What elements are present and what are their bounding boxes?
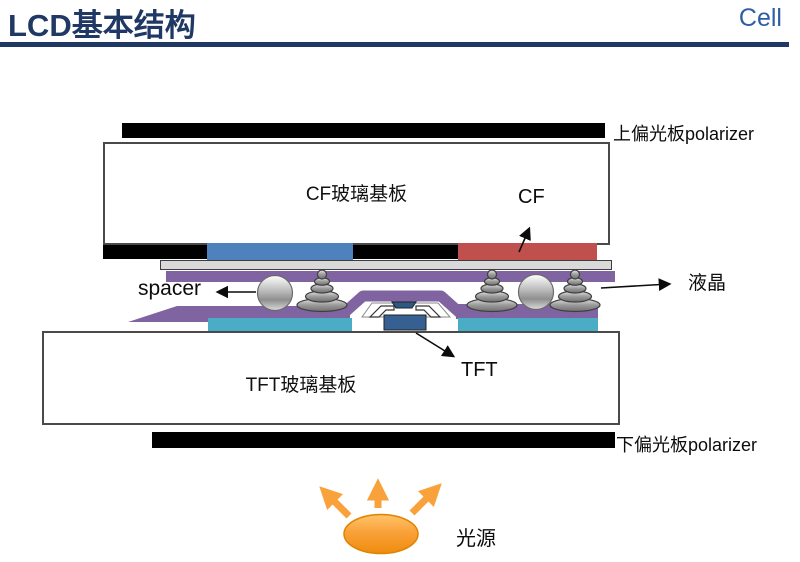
top-polarizer-bar — [122, 123, 605, 138]
light-ray-right — [409, 483, 442, 516]
tft-semiconductor-island — [391, 301, 417, 309]
top-polarizer-label: 上偏光板polarizer — [613, 124, 755, 144]
cf-arrow — [518, 226, 531, 253]
tft-source-electrode — [368, 305, 395, 318]
ito-layer-bar — [160, 260, 612, 270]
pixel-electrode-right — [458, 318, 598, 331]
liquid-crystal-stack — [296, 269, 348, 313]
tft-gate-electrode — [383, 314, 427, 331]
cf-alignment-layer-bar — [166, 271, 615, 282]
page-title: LCD基本结构 — [8, 8, 196, 43]
spacer-sphere-right — [517, 273, 555, 311]
spacer-sphere-left — [256, 274, 294, 312]
tft-drain-electrode — [415, 305, 442, 318]
tft-glass-label: TFT玻璃基板 — [245, 375, 357, 396]
light-source-ellipse — [343, 513, 419, 555]
liquid-crystal-arrow — [600, 278, 672, 291]
light-ray-left — [319, 486, 352, 519]
pixel-electrode-left — [208, 318, 352, 331]
cf-glass-label: CF玻璃基板 — [305, 184, 408, 205]
section-label-cell: Cell — [738, 4, 782, 32]
light-source-label: 光源 — [456, 528, 496, 550]
blue-color-filter — [207, 243, 353, 260]
bottom-polarizer-label: 下偏光板polarizer — [616, 435, 758, 455]
red-color-filter — [458, 243, 597, 260]
liquid-crystal-label: 液晶 — [688, 273, 727, 294]
tft-annotation-label: TFT — [461, 359, 498, 381]
tft-alignment-layer-bump — [340, 290, 464, 318]
tft-glass-substrate: TFT玻璃基板 — [42, 331, 620, 425]
cf-annotation-label: CF — [518, 186, 545, 208]
black-matrix-segment — [353, 245, 458, 259]
bottom-polarizer-bar — [152, 432, 615, 448]
title-underline — [0, 42, 789, 47]
spacer-label: spacer — [138, 277, 202, 300]
black-matrix-segment — [103, 245, 207, 259]
tft-arrow — [415, 332, 456, 358]
liquid-crystal-stack — [549, 269, 601, 313]
liquid-crystal-stack — [466, 269, 518, 313]
